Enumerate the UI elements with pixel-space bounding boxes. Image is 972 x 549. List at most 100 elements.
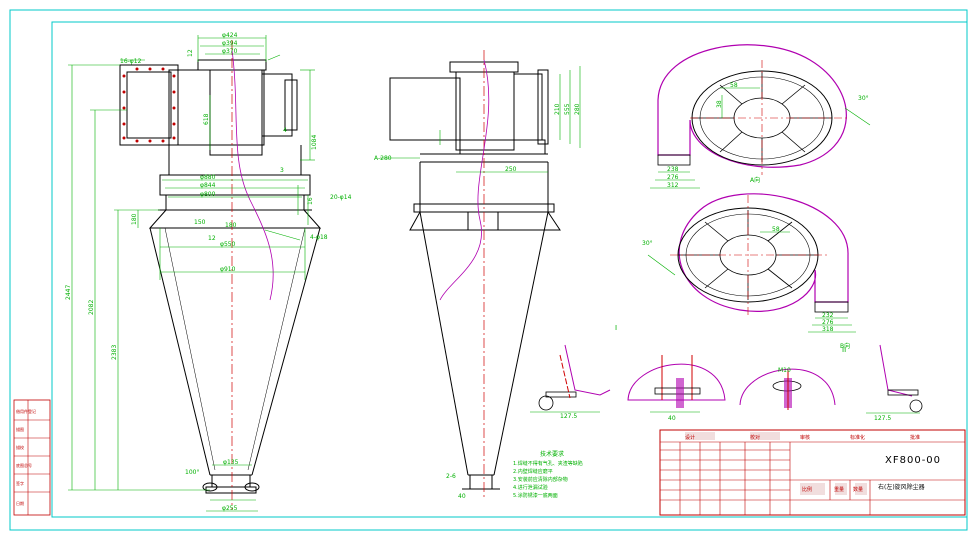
volute-outline-b: [678, 193, 849, 312]
dim-label: 58: [730, 82, 738, 89]
height-label: 16: [307, 197, 314, 205]
title-cell: 校对: [750, 434, 760, 441]
dim-label: φ370: [222, 48, 238, 55]
view-label: A向: [750, 176, 760, 184]
inlet-bolts: [122, 67, 176, 143]
height-label: 1084: [311, 135, 318, 150]
dim-label: 280: [574, 103, 581, 115]
dim-label: 127.5: [560, 413, 577, 420]
inlet-flange: [119, 64, 179, 146]
upper-body: [168, 69, 265, 146]
side-inlet: [389, 77, 461, 141]
side-cone-left: [419, 211, 469, 476]
dim-label: 250: [505, 166, 517, 173]
volute-outline-a: [657, 44, 847, 168]
dim-label: 12: [208, 235, 216, 242]
dim-label: 127.5: [874, 415, 891, 422]
dim-label: 210: [554, 103, 561, 115]
strip-label: 日期: [16, 500, 24, 506]
height-label: 2383: [111, 345, 118, 360]
plan-view-a: 238 276 312 30° A向 58 38: [650, 44, 871, 189]
front-dimensions: [68, 35, 315, 512]
inner-frame: [51, 21, 968, 518]
tech-line: 5.涂防锈漆一底两面: [513, 492, 558, 499]
title-cell: 比例: [802, 486, 812, 493]
side-dim-labels: 210 555 280 A-280 250 2-6 40: [374, 103, 581, 500]
dim-label: 2-6: [446, 473, 456, 480]
dim-label: 40: [458, 493, 466, 500]
dim-label: φ135: [223, 459, 239, 466]
height-label: 2082: [88, 300, 95, 315]
detail-II: 40: [627, 355, 726, 422]
dim-label: φ255: [222, 505, 238, 512]
detail-M10: M10: [739, 367, 836, 410]
title-block: 设计 校对 审核 标准化 批准 比例 重量 数量 XF800-00 右(左)旋风…: [659, 429, 966, 516]
tech-line: 3.安装前应清除内部杂物: [513, 476, 568, 483]
section-label: A-280: [374, 155, 392, 162]
flow-profile: [231, 49, 274, 301]
dim-label: φ910: [220, 266, 236, 273]
strip-label: 描图: [16, 426, 24, 432]
title-cell: 设计: [685, 434, 695, 441]
title-cell: 标准化: [850, 434, 865, 441]
tech-title: 技术要求: [540, 450, 564, 458]
dim-label: φ424: [222, 32, 238, 39]
detail-III: 127.5 II: [842, 344, 923, 422]
detail-label: M10: [778, 367, 791, 374]
view-label: B向: [840, 342, 850, 350]
tech-line: 4.进行泄漏试验: [513, 484, 548, 491]
detail-label: II: [842, 346, 846, 354]
angle-label: 100°: [185, 469, 199, 476]
side-view: [389, 61, 561, 490]
dim-label: 38: [716, 100, 723, 108]
dim-label: 276: [822, 319, 834, 326]
dim-label: φ844: [200, 182, 216, 189]
dim-label: 180: [225, 222, 237, 229]
dim-label: φ394: [222, 40, 238, 47]
dim-label: 58: [772, 226, 780, 233]
side-flow-profile: [439, 59, 490, 301]
holes-label: 20-φ14: [330, 194, 352, 201]
front-dim-labels: φ424 φ394 φ370 16-φ12 φ880 φ844 φ800 20-…: [65, 32, 352, 512]
title-cell: 数量: [853, 486, 863, 493]
angle-label: 30°: [858, 95, 869, 102]
cone-left: [149, 227, 211, 476]
cone-right: [251, 227, 321, 476]
dim-label: φ800: [200, 191, 216, 198]
dim-label: 232: [822, 312, 834, 319]
strip-label: 底图总号: [16, 462, 32, 468]
plan-view-b: 232 276 318 30° B向 58: [642, 193, 856, 350]
title-cell: 审核: [800, 434, 810, 441]
drawing-number: XF800-00: [885, 455, 941, 466]
dim-label: φ550: [220, 241, 236, 248]
dim-label: 318: [822, 326, 834, 333]
front-view: [119, 59, 322, 494]
strip-label: 描校: [16, 444, 24, 450]
detail-I: 127.5 I: [530, 324, 617, 420]
dim-label: 238: [667, 166, 679, 173]
dim-label: 4: [283, 127, 287, 134]
flange: [159, 174, 311, 196]
bolt-label: 16-φ12: [120, 58, 142, 65]
tech-line: 2.内壁焊缝应磨平: [513, 468, 553, 475]
title-cell: 重量: [834, 486, 844, 493]
dim-label: 150: [194, 219, 206, 226]
angle-label: 30°: [642, 240, 653, 247]
dim-label: 3: [280, 167, 284, 174]
height-label: 618: [203, 113, 210, 125]
height-label: 180: [131, 213, 138, 225]
dim-label: 312: [667, 182, 679, 189]
height-label: 12: [187, 49, 194, 57]
strip-label: 借用件登记: [16, 408, 36, 414]
dim-label: 276: [667, 174, 679, 181]
tech-requirements: 技术要求 1.焊缝不得有气孔、夹渣等缺陷 2.内壁焊缝应磨平 3.安装前应清除内…: [513, 450, 583, 499]
binding-strip: 借用件登记 描图 描校 底图总号 签字 日期: [13, 399, 51, 516]
side-cone-right: [493, 211, 549, 476]
strip-label: 签字: [16, 480, 24, 486]
drawing-name: 右(左)旋风除尘器: [878, 483, 925, 491]
dim-label: 555: [564, 103, 571, 115]
height-label: 2447: [65, 285, 72, 300]
side-dimensions: [380, 66, 581, 173]
